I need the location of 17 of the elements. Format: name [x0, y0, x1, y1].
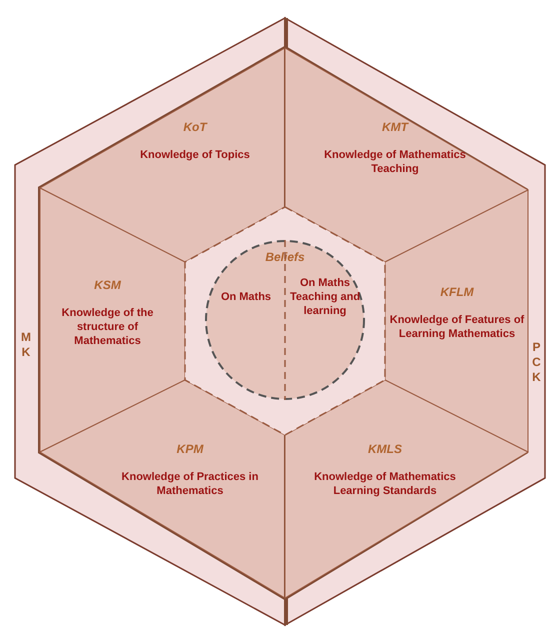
abbreviation-label: KMLS [368, 442, 402, 456]
abbreviation-label: KFLM [440, 285, 474, 299]
band-label: P C K [531, 340, 542, 385]
beliefs-heading: Beliefs [265, 250, 305, 264]
abbreviation-label: KoT [183, 120, 207, 134]
band-label: M K [20, 330, 32, 360]
abbreviation-label: KSM [94, 278, 121, 292]
segment-label: Knowledge of Practices in Mathematics [120, 470, 260, 498]
segment-label: Knowledge of Mathematics Learning Standards [313, 470, 457, 498]
beliefs-label: On Maths [220, 290, 272, 304]
segment-label: Knowledge of Features of Learning Mathematics [388, 313, 526, 341]
segment-label: Knowledge of Topics [140, 148, 250, 162]
abbreviation-label: KPM [176, 442, 204, 456]
abbreviation-label: KMT [382, 120, 408, 134]
segment-label: Knowledge of the structure of Mathematics [60, 306, 154, 348]
segment-label: Knowledge of Mathematics Teaching [323, 148, 467, 176]
beliefs-label: On Maths Teaching and learning [288, 276, 362, 318]
